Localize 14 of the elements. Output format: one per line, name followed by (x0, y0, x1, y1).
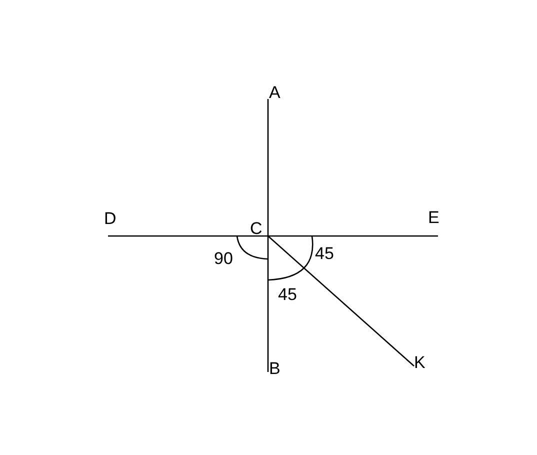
line-segment (268, 236, 414, 366)
line-segment (267, 99, 269, 236)
line-segment (108, 235, 268, 237)
line-segment (268, 235, 438, 237)
angle-value: 45 (278, 286, 297, 303)
angle-value: 90 (214, 250, 233, 267)
point-label: K (414, 354, 429, 371)
angle-value: 45 (315, 245, 334, 262)
line-segment (267, 236, 269, 372)
point-label: E (428, 209, 442, 226)
point-label: B (269, 360, 284, 377)
point-label: A (269, 84, 283, 99)
point-label: D (104, 210, 118, 227)
point-label: C (250, 220, 267, 237)
